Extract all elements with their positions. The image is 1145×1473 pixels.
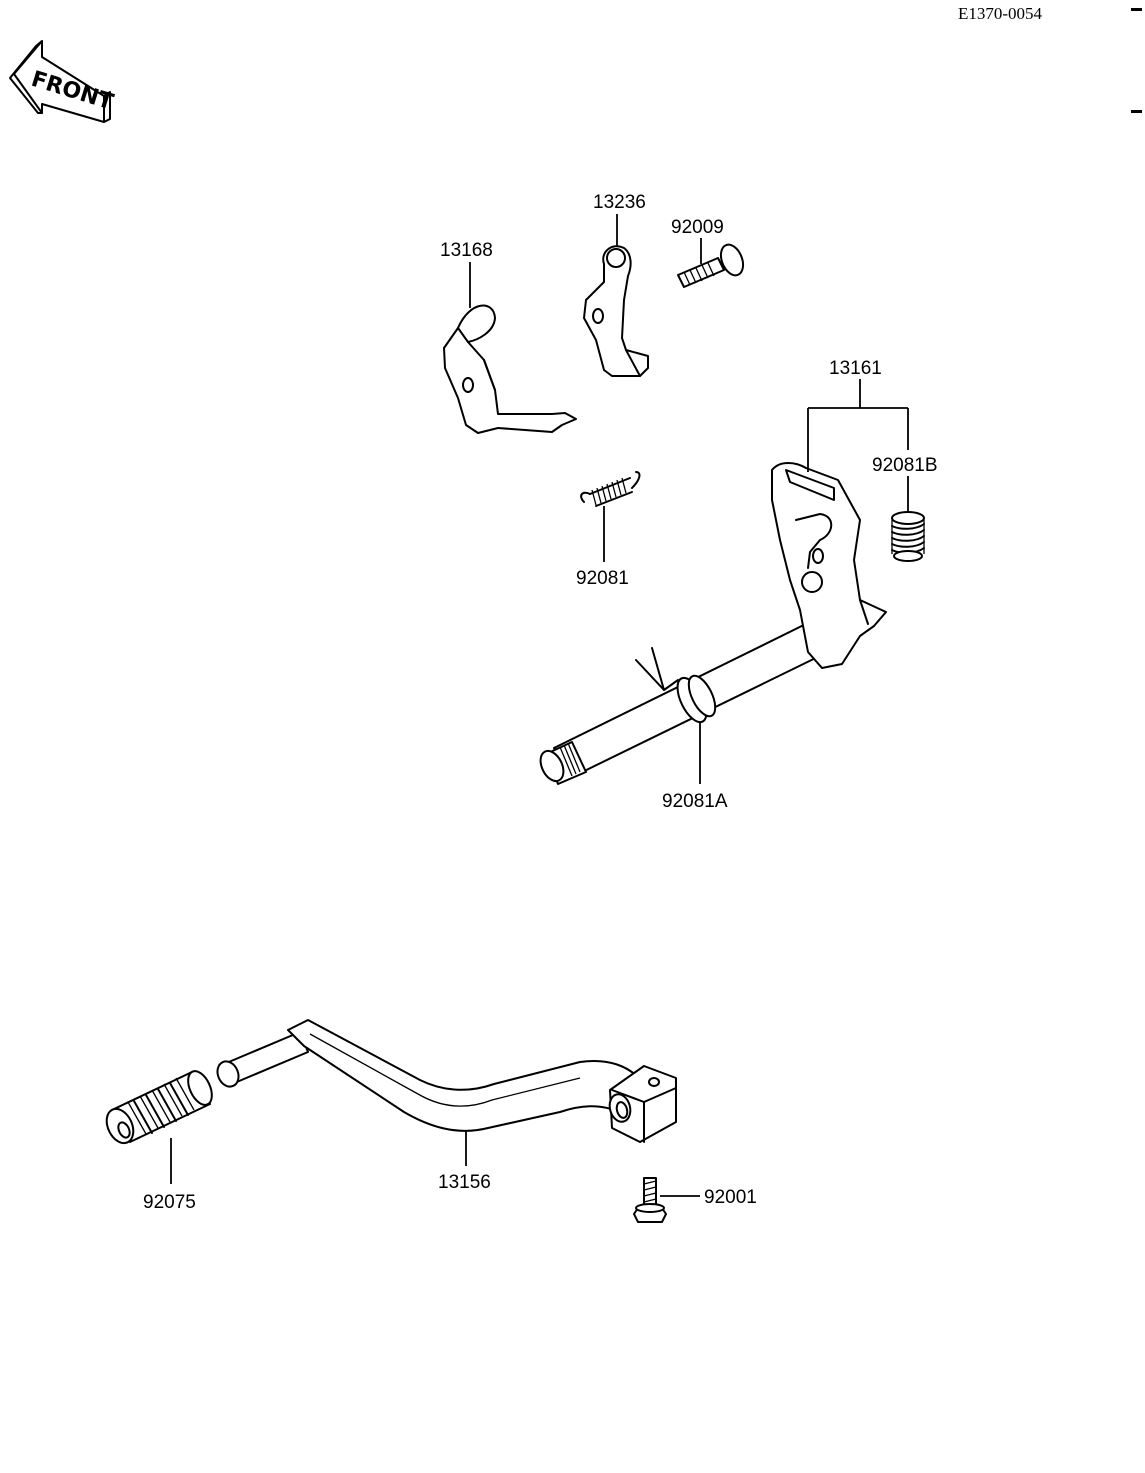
leader-lines [170,214,909,1197]
part-label-13161: 13161 [829,358,882,379]
part-label-13236: 13236 [593,192,646,213]
part-label-13156: 13156 [438,1172,491,1193]
lever-13236 [583,245,649,377]
coil-spring-92081B [891,511,925,562]
front-arrow-icon: FRONT [9,40,116,123]
shift-pedal-13156 [216,1019,677,1143]
margin-mark-bottom [1131,110,1142,113]
part-label-13168: 13168 [440,240,493,261]
margin-mark-top [1131,8,1142,11]
part-label-92075: 92075 [143,1192,196,1213]
bolt-92001 [633,1177,667,1223]
shift-shaft-13161 [539,462,887,785]
part-label-92081: 92081 [576,568,629,589]
screw-92009 [677,243,745,288]
part-label-92081A: 92081A [662,791,728,812]
part-label-92001: 92001 [704,1187,757,1208]
part-labels: 13168 13236 92009 13161 92081B 92081 920… [143,192,938,1213]
rubber-cap-92075 [105,1070,213,1145]
part-label-92081B: 92081B [872,455,938,476]
bracket-13168 [443,304,577,434]
diagram-code: E1370-0054 [958,4,1043,23]
tension-spring-92081 [580,471,641,507]
part-label-92009: 92009 [671,217,724,238]
